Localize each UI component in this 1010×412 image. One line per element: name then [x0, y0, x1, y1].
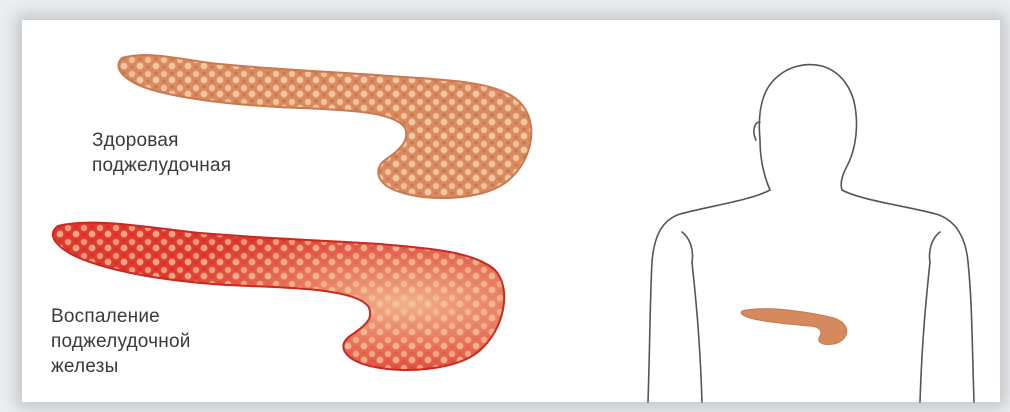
- healthy-label-line-1: Здоровая: [92, 128, 231, 153]
- inflamed-label-line-2: поджелудочной: [51, 329, 191, 354]
- healthy-label-line-2: поджелудочная: [92, 153, 231, 178]
- head-outline: [759, 65, 856, 190]
- inflamed-label-line-1: Воспаление: [51, 304, 191, 329]
- inflamed-pancreas-label: Воспаление поджелудочной железы: [51, 304, 191, 379]
- torso-outline: [648, 190, 770, 402]
- inflamed-label-line-3: железы: [51, 354, 191, 379]
- body-outline: [648, 65, 974, 402]
- pancreas-in-body: [741, 309, 847, 345]
- healthy-pancreas-label: Здоровая поджелудочная: [92, 128, 231, 178]
